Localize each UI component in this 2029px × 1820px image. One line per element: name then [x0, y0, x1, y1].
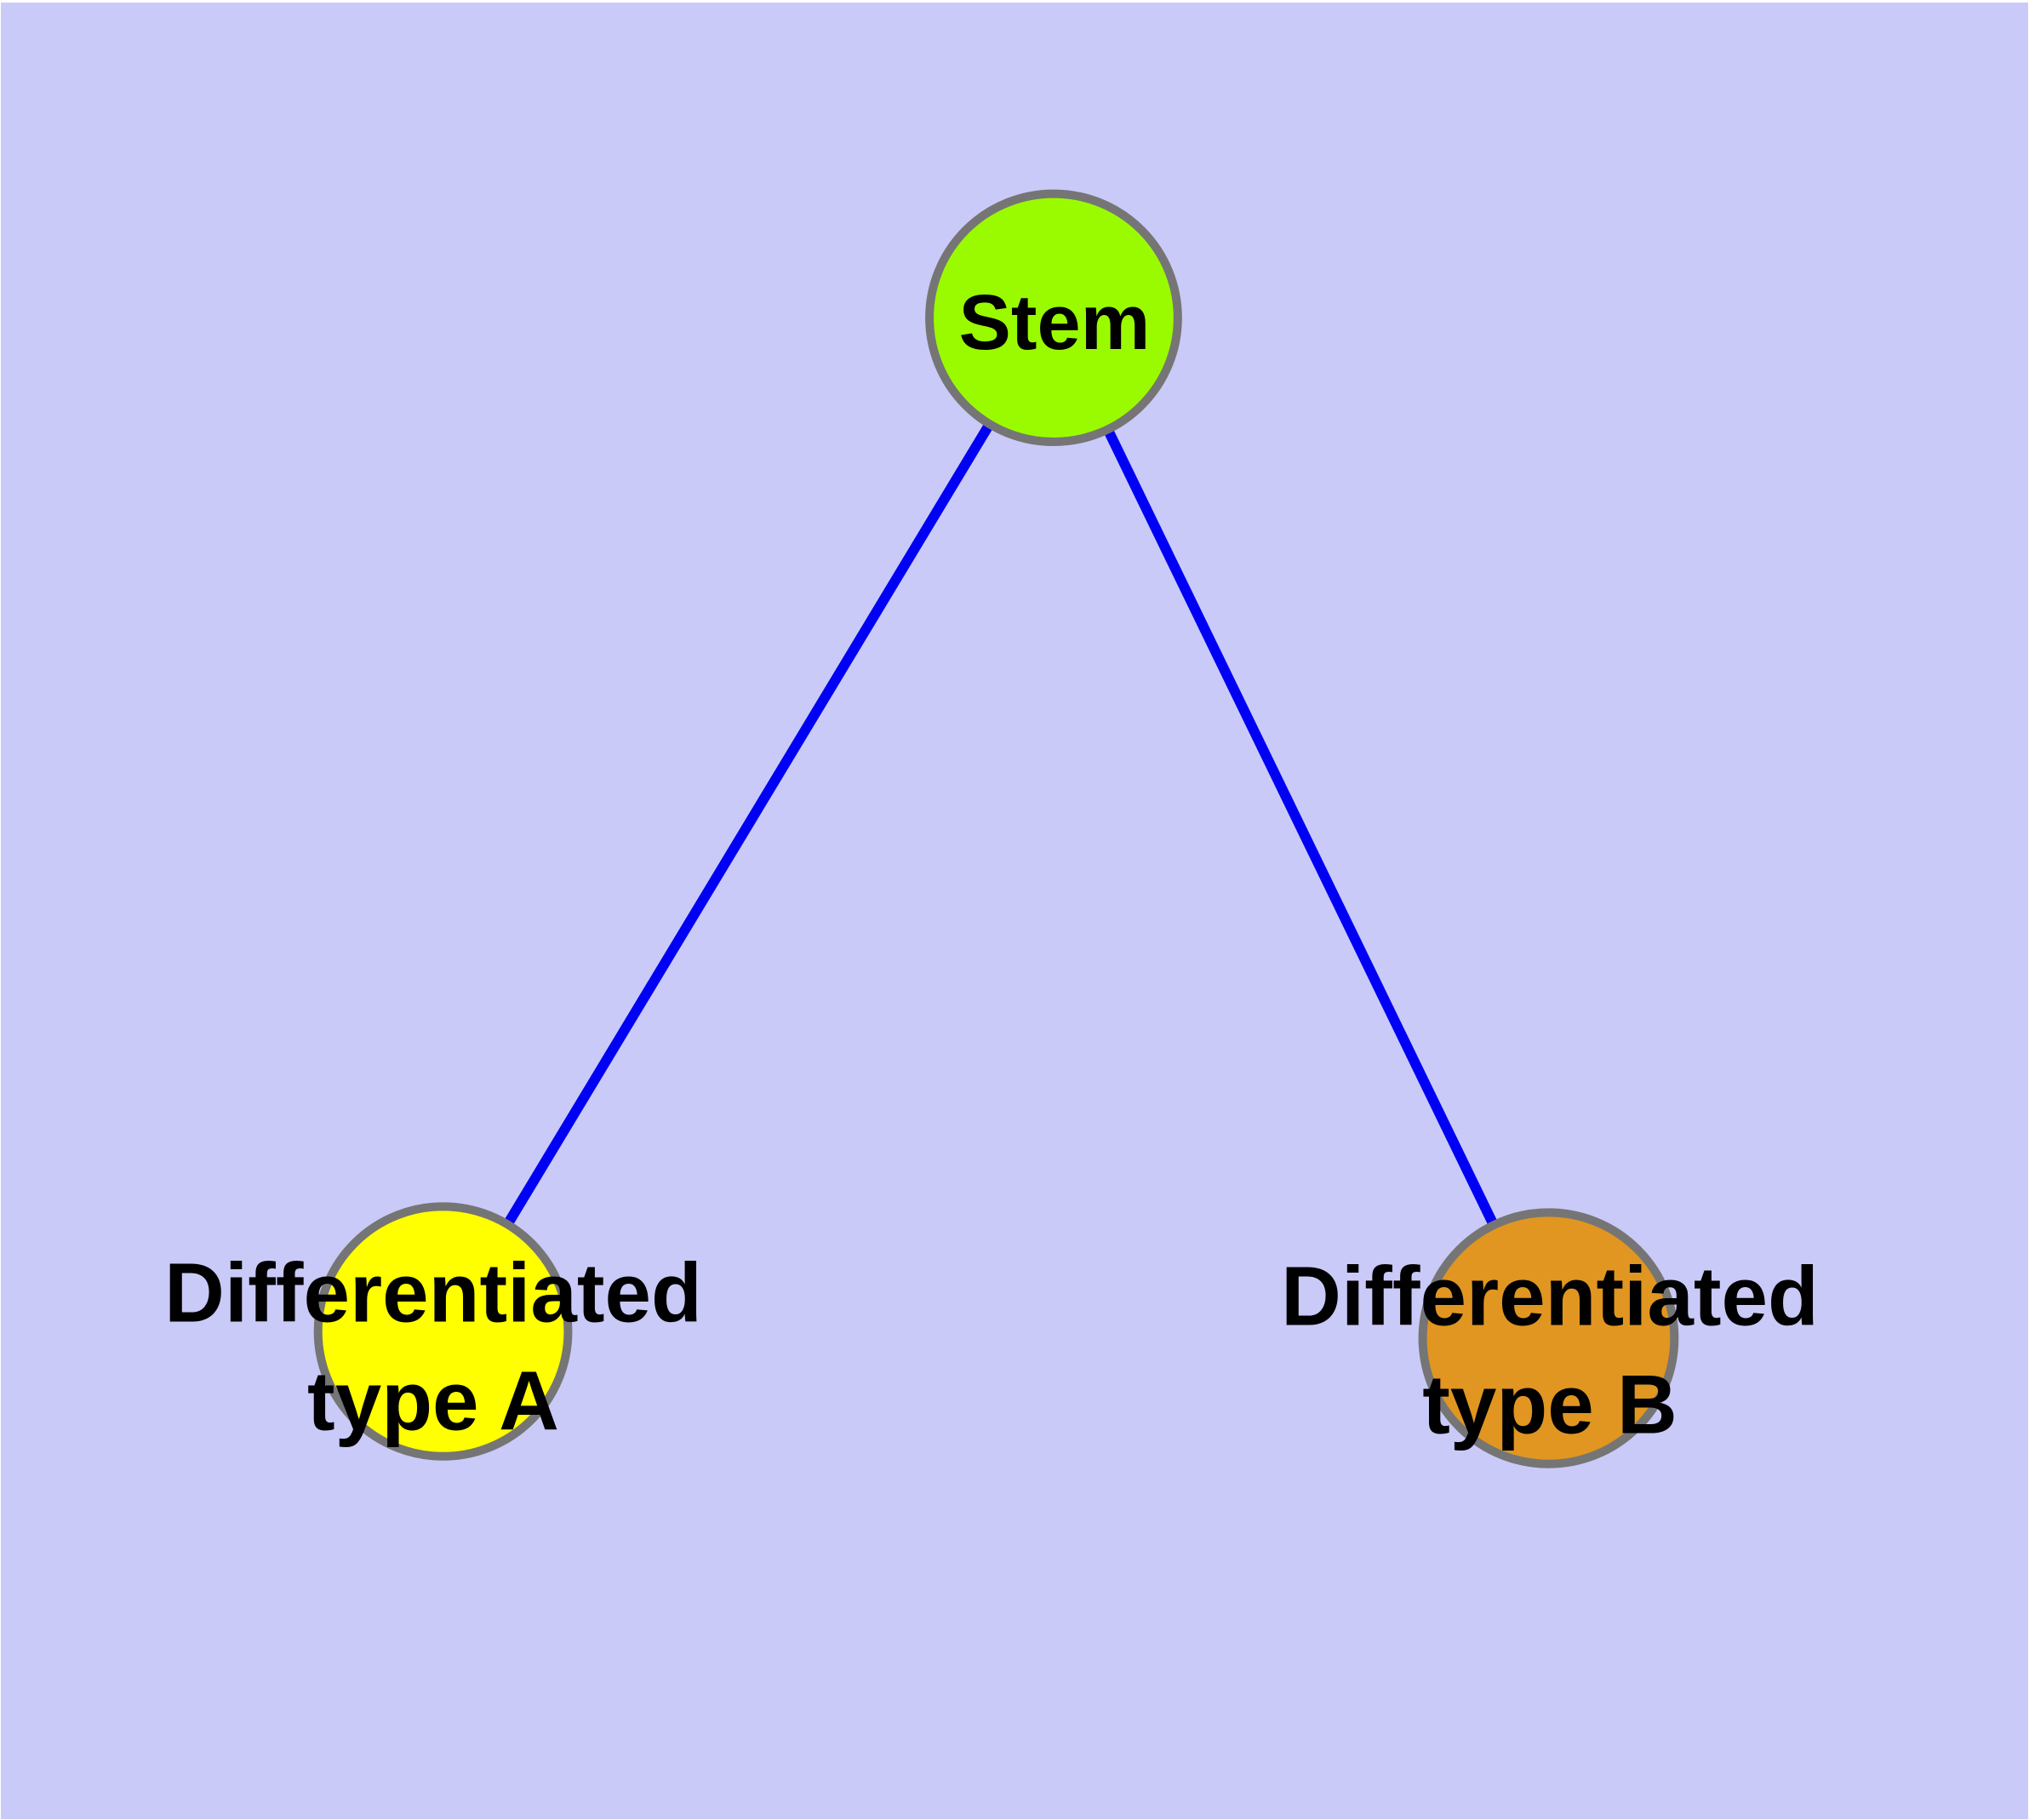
- edge-stem-to-diff-b: [1049, 315, 1553, 1341]
- node-stem-label: Stem: [958, 278, 1151, 366]
- node-differentiated-type-b-label: Differentiated type B: [1281, 1249, 1819, 1451]
- node-stem[interactable]: [925, 189, 1182, 447]
- diagram-canvas: Stem Differentiated type A Differentiate…: [1, 3, 2028, 1819]
- node-differentiated-type-a[interactable]: [313, 1202, 573, 1461]
- node-differentiated-type-b[interactable]: [1418, 1208, 1679, 1468]
- node-differentiated-type-a-label: Differentiated type A: [164, 1245, 702, 1448]
- edge-stem-to-diff-a: [438, 315, 1059, 1335]
- graph-svg: [313, 189, 1679, 1468]
